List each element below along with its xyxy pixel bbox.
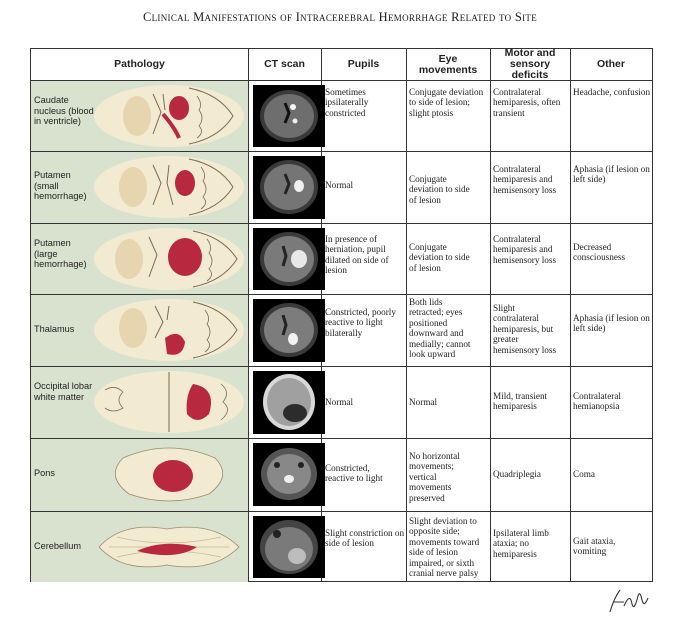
header-motor-sensory: Motor and sensory deficits: [504, 47, 556, 81]
ct-scan-image: [253, 516, 325, 578]
other-cell: Coma: [573, 469, 595, 479]
row-rule: [31, 223, 652, 224]
site-label: Caudate nucleus (blood in ventricle): [34, 95, 94, 126]
row-rule: [31, 366, 652, 367]
other-cell: Contralateral hemianopsia: [573, 391, 621, 412]
pupils-cell: Normal: [325, 180, 354, 190]
site-label: Pons: [34, 468, 55, 478]
header-rule: [31, 80, 652, 81]
motor-sensory-cell: Quadriplegia: [493, 469, 541, 479]
pons-section-illustration: [115, 447, 223, 502]
column-divider: [406, 49, 407, 581]
manifestations-table: Pathology CT scan Pupils Eye movements M…: [30, 48, 653, 582]
table-row: Pons Constricted, reactive to light No h…: [31, 439, 652, 511]
eye-movements-cell: Conjugate deviation to side of lesion; s…: [409, 87, 484, 118]
row-rule: [31, 294, 652, 295]
site-label: Thalamus: [34, 324, 75, 334]
column-divider: [570, 49, 571, 581]
eye-movements-cell: No horizontal movements; vertical moveme…: [409, 451, 460, 503]
other-cell: Aphasia (if lesion on left side): [573, 164, 650, 185]
motor-sensory-cell: Slight contralateral hemiparesis, but gr…: [493, 303, 557, 355]
pupils-cell: In presence of herniation, pupil dilated…: [325, 234, 389, 276]
ct-scan-image: [253, 228, 325, 290]
table-row: Thalamus Constricted, poorly reactive to…: [31, 295, 652, 366]
motor-sensory-cell: Contralateral hemiparesis, often transie…: [493, 87, 561, 118]
row-rule: [31, 438, 652, 439]
pupils-cell: Slight constriction on side of lesion: [325, 528, 405, 549]
motor-sensory-cell: Mild, transient hemiparesis: [493, 391, 548, 412]
pupils-cell: Sometimes ipsilaterally constricted: [325, 87, 369, 118]
header-ct-scan: CT scan: [264, 58, 305, 70]
motor-sensory-cell: Contralateral hemiparesis and hemisensor…: [493, 234, 557, 265]
occipital-section-illustration: [94, 371, 244, 433]
motor-sensory-cell: Ipsilateral limb ataxia; no hemiparesis: [493, 528, 549, 559]
site-label: Cerebellum: [34, 541, 81, 551]
putamen-large-section-illustration: [94, 228, 244, 290]
table-row: Occipital lobar white matter Normal Norm…: [31, 367, 652, 438]
ct-scan-image: [253, 85, 325, 147]
header-pathology: Pathology: [114, 58, 165, 70]
table-row: Putamen (small hemorrhage) Normal Conjug…: [31, 152, 652, 223]
table-row: Putamen (large hemorrhage) In presence o…: [31, 224, 652, 294]
pupils-cell: Constricted, reactive to light: [325, 463, 383, 484]
header-pupils: Pupils: [347, 58, 380, 70]
other-cell: Aphasia (if lesion on left side): [573, 313, 650, 334]
table-row: Caudate nucleus (blood in ventricle) Som…: [31, 81, 652, 151]
putamen-small-section-illustration: [94, 156, 244, 218]
ct-scan-image: [253, 299, 325, 362]
row-rule: [31, 151, 652, 152]
page-title: Clinical Manifestations of Intracerebral…: [142, 10, 537, 24]
site-label: Putamen (large hemorrhage): [34, 238, 87, 269]
column-divider: [490, 49, 491, 581]
eye-movements-cell: Slight deviation to opposite side; movem…: [409, 516, 480, 579]
ct-scan-image: [253, 371, 325, 434]
eye-movements-cell: Normal: [409, 397, 438, 407]
site-label: Putamen (small hemorrhage): [34, 170, 87, 201]
row-rule: [31, 511, 652, 512]
column-divider: [248, 49, 249, 581]
other-cell: Decreased consciousness: [573, 242, 626, 263]
table-row: Cerebellum Slight constriction on side o…: [31, 512, 652, 582]
other-cell: Gait ataxia, vomiting: [573, 536, 616, 557]
pupils-cell: Constricted, poorly reactive to light bi…: [325, 307, 396, 338]
header-other: Other: [596, 58, 625, 70]
site-label: Occipital lobar white matter: [34, 381, 93, 402]
motor-sensory-cell: Contralateral hemiparesis and hemisensor…: [493, 164, 557, 195]
ct-scan-image: [253, 156, 325, 219]
header-eye-movements: Eye movements: [418, 52, 478, 76]
ct-scan-image: [253, 443, 325, 506]
cerebellum-section-illustration: [98, 526, 240, 568]
eye-movements-cell: Both lids retracted; eyes positioned dow…: [409, 297, 471, 360]
pupils-cell: Normal: [325, 397, 354, 407]
caudate-section-illustration: [94, 85, 244, 147]
eye-movements-cell: Conjugate deviation to side of lesion: [409, 174, 470, 205]
thalamus-section-illustration: [94, 299, 244, 361]
other-cell: Headache, confusion: [573, 87, 651, 97]
eye-movements-cell: Conjugate deviation to side of lesion: [409, 242, 470, 273]
netter-signature: [609, 589, 649, 613]
